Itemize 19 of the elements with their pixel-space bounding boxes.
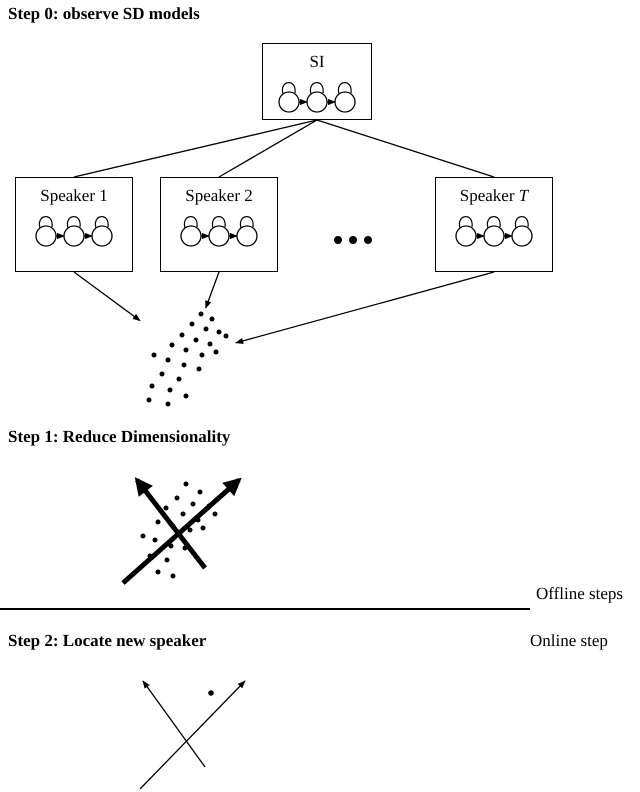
connector-line	[316, 119, 494, 178]
model-name: Speaker 1	[39, 186, 109, 206]
model-box	[160, 177, 278, 272]
step-heading: Step 0: observe SD models	[8, 4, 200, 24]
model-box	[435, 177, 553, 272]
model-name: Speaker 2	[184, 186, 254, 206]
arrow	[235, 271, 494, 344]
connector-line	[218, 119, 318, 178]
arrow	[205, 272, 220, 309]
model-box	[15, 177, 133, 272]
phase-label: Offline steps	[536, 584, 624, 604]
step-heading: Step 1: Reduce Dimensionality	[8, 427, 230, 447]
model-name: Speaker T	[458, 186, 530, 206]
connector-line	[74, 119, 318, 178]
arrow	[74, 271, 141, 322]
model-box	[262, 43, 372, 120]
phase-label: Online step	[530, 631, 608, 651]
step-heading: Step 2: Locate new speaker	[8, 631, 206, 651]
model-name: SI	[308, 52, 326, 72]
